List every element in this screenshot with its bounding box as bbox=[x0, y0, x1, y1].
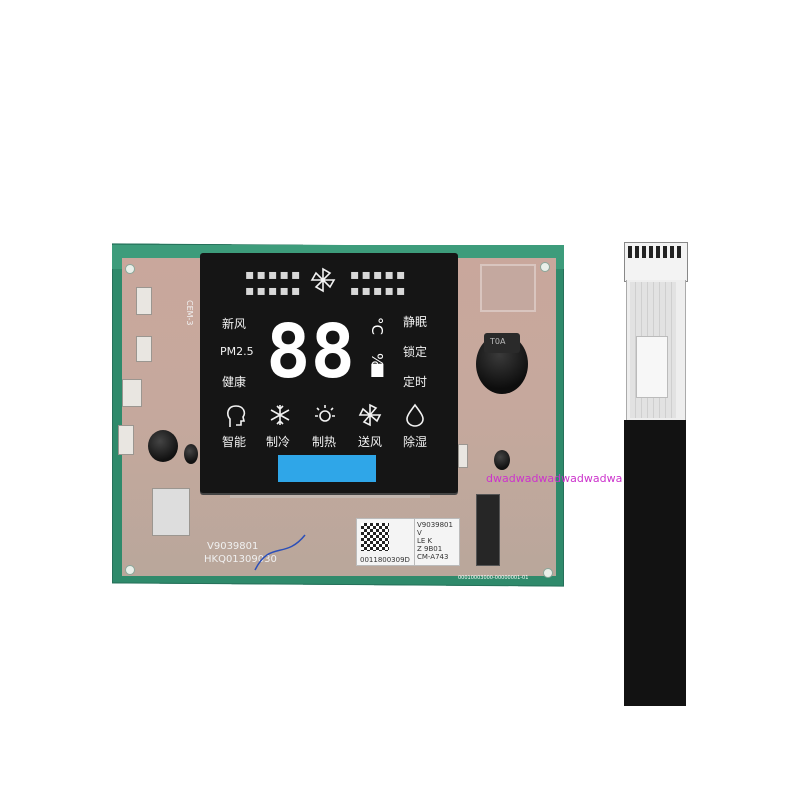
temperature-digits: 88. bbox=[266, 309, 400, 395]
silk-cem: CEM-3 bbox=[185, 300, 194, 326]
fan-mode-icon bbox=[358, 403, 382, 427]
lcd-display: ▪▪▪▪▪▪▪▪▪▪ ▪▪▪▪▪▪▪▪▪▪ 新风 PM2.5 健康 88. °C… bbox=[200, 253, 458, 493]
mount-hole bbox=[125, 565, 135, 575]
pad-square bbox=[480, 264, 536, 312]
lcd-base bbox=[230, 488, 430, 498]
part-number-2: HKQ01309030 bbox=[204, 554, 277, 565]
fan-icon bbox=[310, 267, 336, 293]
smart-head-icon bbox=[226, 405, 246, 427]
qr-code bbox=[361, 523, 389, 551]
sticker-line: LE K bbox=[417, 537, 433, 545]
blue-wire bbox=[254, 534, 306, 571]
mode-smart: 智能 bbox=[222, 435, 247, 449]
sticker-line: CM-A743 bbox=[417, 553, 449, 561]
ribbon-label bbox=[636, 336, 668, 398]
label-sleep: 静眠 bbox=[403, 315, 428, 329]
mode-dry: 除湿 bbox=[403, 435, 428, 449]
buzzer-top bbox=[484, 333, 520, 353]
connector bbox=[136, 287, 152, 315]
mount-hole bbox=[543, 568, 553, 578]
label-pm25: PM2.5 bbox=[220, 345, 254, 358]
part-number-1: V9039801 bbox=[207, 541, 259, 552]
label-timer: 定时 bbox=[403, 375, 428, 389]
dot-row-right: ▪▪▪▪▪▪▪▪▪▪ bbox=[350, 267, 408, 299]
capacitor bbox=[148, 430, 178, 462]
unit-percent: % bbox=[368, 353, 386, 368]
label-health: 健康 bbox=[222, 375, 247, 389]
sticker-line: V bbox=[417, 529, 422, 537]
connector bbox=[118, 425, 134, 455]
unit-celsius: °C bbox=[368, 317, 386, 335]
mode-fan: 送风 bbox=[358, 435, 383, 449]
qr-sticker bbox=[356, 518, 416, 566]
bottom-code: 00010003000-00000001-01 bbox=[458, 575, 529, 581]
buzzer-label: T0A bbox=[490, 337, 506, 346]
info-sticker: V9039801 V LE K Z 9B01 CM-A743 bbox=[414, 518, 460, 566]
connector-large bbox=[152, 488, 190, 536]
connector bbox=[136, 336, 152, 362]
mode-cool: 制冷 bbox=[266, 435, 291, 449]
connector bbox=[122, 379, 142, 407]
sticker-line: V9039801 bbox=[417, 521, 453, 529]
sticker-line: Z 9B01 bbox=[417, 545, 443, 553]
ribbon-cable-black bbox=[624, 420, 686, 706]
header-pins bbox=[458, 444, 468, 468]
mount-hole bbox=[540, 262, 550, 272]
lcd-blue-indicator bbox=[278, 455, 376, 482]
mount-hole bbox=[125, 264, 135, 274]
led bbox=[494, 450, 510, 470]
ribbon-pins bbox=[628, 246, 682, 258]
dot-row-left: ▪▪▪▪▪▪▪▪▪▪ bbox=[245, 267, 303, 299]
watermark-text: dwadwadwadwadwadwa bbox=[486, 472, 623, 485]
sun-icon bbox=[315, 405, 335, 422]
snowflake-icon bbox=[270, 405, 290, 425]
label-lock: 锁定 bbox=[403, 345, 428, 359]
sticker-serial: 0011800309D bbox=[360, 556, 410, 564]
ribbon-connector bbox=[476, 494, 500, 566]
water-drop-icon bbox=[406, 403, 424, 427]
mode-heat: 制热 bbox=[312, 435, 337, 449]
label-fresh-air: 新风 bbox=[222, 317, 247, 331]
capacitor bbox=[184, 444, 198, 464]
